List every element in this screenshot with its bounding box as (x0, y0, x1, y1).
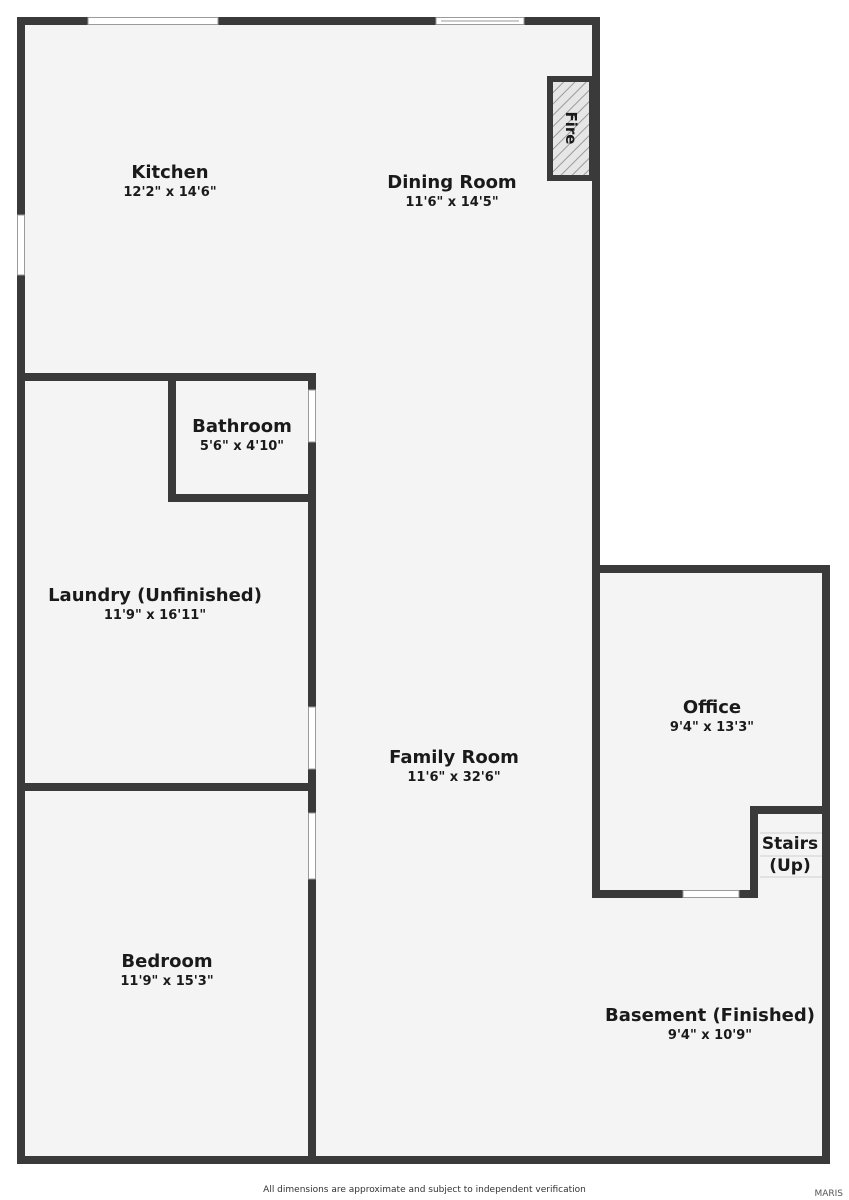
stairs-direction: (Up) (769, 856, 811, 876)
fireplace-label: Fire (562, 111, 580, 145)
room-label-stairs: Stairs (Up) (758, 833, 822, 877)
room-label-laundry: Laundry (Unfinished) 11'9" x 16'11" (25, 585, 285, 625)
room-name: Dining Room (387, 172, 517, 193)
kitchen-north-window (87, 17, 219, 25)
room-label-bathroom: Bathroom 5'6" x 4'10" (176, 416, 308, 456)
room-label-office: Office 9'4" x 13'3" (632, 697, 792, 737)
office-door-opening (682, 890, 740, 898)
room-dimensions: 11'9" x 16'11" (103, 608, 207, 623)
room-name: Bathroom (192, 416, 292, 437)
room-name: Basement (Finished) (605, 1005, 815, 1026)
room-label-basement: Basement (Finished) 9'4" x 10'9" (600, 1005, 820, 1045)
fireplace (547, 76, 595, 181)
stairs-treads (760, 832, 822, 878)
floor-area (21, 21, 826, 1160)
room-dimensions: 12'2" x 14'6" (123, 185, 217, 200)
room-name: Office (682, 697, 742, 718)
stairs-label: Stairs (761, 834, 819, 854)
laundry-door-opening (308, 706, 316, 770)
watermark: MARIS (814, 1189, 843, 1199)
room-dimensions: 11'6" x 32'6" (407, 770, 501, 785)
room-dimensions: 9'4" x 13'3" (669, 720, 755, 735)
room-dimensions: 11'9" x 15'3" (120, 974, 214, 989)
bathroom-door-opening (308, 389, 316, 443)
room-name: Family Room (389, 747, 519, 768)
windows (17, 17, 740, 898)
room-label-dining: Dining Room 11'6" x 14'5" (352, 172, 552, 212)
room-name: Bedroom (121, 951, 213, 972)
room-name: Kitchen (131, 162, 209, 183)
room-label-bedroom: Bedroom 11'9" x 15'3" (67, 951, 267, 991)
room-label-kitchen: Kitchen 12'2" x 14'6" (70, 162, 270, 202)
room-dimensions: 5'6" x 4'10" (199, 439, 285, 454)
room-label-family: Family Room 11'6" x 32'6" (354, 747, 554, 787)
disclaimer-note: All dimensions are approximate and subje… (263, 1185, 586, 1195)
room-name: Laundry (Unfinished) (48, 585, 262, 606)
room-dimensions: 11'6" x 14'5" (405, 195, 499, 210)
exterior-wall (17, 17, 830, 1164)
bedroom-door-opening (308, 812, 316, 880)
kitchen-west-window (17, 214, 25, 276)
room-dimensions: 9'4" x 10'9" (667, 1028, 753, 1043)
